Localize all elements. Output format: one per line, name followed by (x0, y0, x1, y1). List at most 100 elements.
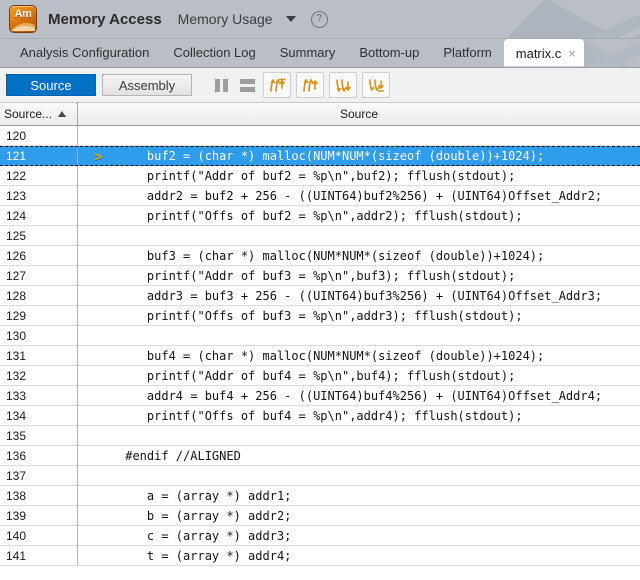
tab-matrix-c[interactable]: matrix.c × (503, 39, 584, 67)
table-row-selected[interactable]: 121 > buf2 = (char *) malloc(NUM*NUM*(si… (0, 146, 640, 166)
chevron-down-icon[interactable] (285, 16, 296, 22)
tab-collection-log[interactable]: Collection Log (161, 39, 267, 67)
line-number: 131 (0, 346, 78, 365)
row-marker (78, 346, 118, 365)
table-row[interactable]: 122 printf("Addr of buf2 = %p\n",buf2); … (0, 166, 640, 186)
tab-label: Collection Log (173, 45, 256, 60)
table-row[interactable]: 134 printf("Offs of buf4 = %p\n",addr4);… (0, 406, 640, 426)
table-row[interactable]: 141 t = (array *) addr4; (0, 546, 640, 566)
table-row[interactable]: 140 c = (array *) addr3; (0, 526, 640, 546)
row-marker (78, 546, 118, 565)
source-line: c = (array *) addr3; (118, 528, 292, 543)
table-row[interactable]: 136 #endif //ALIGNED (0, 446, 640, 466)
hotspot-next-icon[interactable] (329, 72, 357, 98)
source-toolbar: Source Assembly (0, 68, 640, 103)
column-header-source-line[interactable]: Source... (0, 103, 78, 125)
row-marker (78, 526, 118, 545)
row-marker (78, 226, 118, 245)
line-number: 127 (0, 266, 78, 285)
logo-swoosh (11, 19, 35, 31)
view-selector-label[interactable]: Memory Usage (177, 11, 273, 27)
tab-platform[interactable]: Platform (431, 39, 503, 67)
row-marker (78, 266, 118, 285)
row-marker (78, 446, 118, 465)
column-header-source[interactable]: Source (78, 103, 640, 125)
row-marker (78, 286, 118, 305)
row-marker (78, 306, 118, 325)
line-number: 139 (0, 506, 78, 525)
tab-label: Summary (279, 45, 336, 60)
row-marker (78, 326, 118, 345)
table-row[interactable]: 130 (0, 326, 640, 346)
source-line (118, 226, 640, 245)
source-line: printf("Offs of buf4 = %p\n",addr4); ffl… (118, 408, 523, 423)
split-horizontal-icon[interactable] (236, 74, 258, 96)
source-line: printf("Offs of buf2 = %p\n",addr2); ffl… (118, 208, 523, 223)
source-line (118, 326, 640, 345)
tab-label: matrix.c (515, 45, 562, 61)
table-row[interactable]: 127 printf("Addr of buf3 = %p\n",buf3); … (0, 266, 640, 286)
line-number: 130 (0, 326, 78, 345)
row-marker (78, 246, 118, 265)
line-number: 126 (0, 246, 78, 265)
hotspot-first-icon[interactable] (263, 72, 291, 98)
tab-label: Analysis Configuration (20, 45, 150, 60)
table-row[interactable]: 123 addr2 = buf2 + 256 - ((UINT64)buf2%2… (0, 186, 640, 206)
line-number: 125 (0, 226, 78, 245)
current-line-marker-icon: > (94, 148, 102, 164)
source-line: printf("Addr of buf4 = %p\n",buf4); fflu… (118, 368, 516, 383)
row-marker (78, 366, 118, 385)
amplifier-logo-icon: Am (9, 5, 37, 33)
hotspot-previous-icon[interactable] (296, 72, 324, 98)
hotspot-last-icon[interactable] (362, 72, 390, 98)
tab-bottom-up[interactable]: Bottom-up (347, 39, 431, 67)
assembly-view-button[interactable]: Assembly (102, 74, 192, 96)
line-number: 128 (0, 286, 78, 305)
source-line: #endif //ALIGNED (118, 448, 241, 463)
source-line (118, 126, 640, 145)
source-code-grid[interactable]: 120 121 > buf2 = (char *) malloc(NUM*NUM… (0, 126, 640, 580)
app-title: Memory Access (48, 10, 162, 28)
row-marker (78, 186, 118, 205)
source-line: addr2 = buf2 + 256 - ((UINT64)buf2%256) … (118, 188, 603, 203)
row-marker (78, 126, 118, 145)
row-marker (78, 486, 118, 505)
source-line: printf("Addr of buf3 = %p\n",buf3); fflu… (118, 268, 516, 283)
row-marker (78, 166, 118, 185)
split-vertical-icon[interactable] (210, 74, 232, 96)
table-row[interactable]: 139 b = (array *) addr2; (0, 506, 640, 526)
source-line: printf("Addr of buf2 = %p\n",buf2); fflu… (118, 168, 516, 183)
help-circle-icon[interactable]: ? (310, 10, 328, 28)
source-view-button[interactable]: Source (6, 74, 96, 96)
table-row[interactable]: 135 (0, 426, 640, 446)
table-row[interactable]: 126 buf3 = (char *) malloc(NUM*NUM*(size… (0, 246, 640, 266)
table-row[interactable]: 128 addr3 = buf3 + 256 - ((UINT64)buf3%2… (0, 286, 640, 306)
table-row[interactable]: 132 printf("Addr of buf4 = %p\n",buf4); … (0, 366, 640, 386)
table-row[interactable]: 124 printf("Offs of buf2 = %p\n",addr2);… (0, 206, 640, 226)
source-line: buf4 = (char *) malloc(NUM*NUM*(sizeof (… (118, 348, 545, 363)
table-row[interactable]: 120 (0, 126, 640, 146)
tab-label: Bottom-up (359, 45, 420, 60)
source-line: printf("Offs of buf3 = %p\n",addr3); ffl… (118, 308, 523, 323)
table-row[interactable]: 131 buf4 = (char *) malloc(NUM*NUM*(size… (0, 346, 640, 366)
line-number: 141 (0, 546, 78, 565)
table-row[interactable]: 137 (0, 466, 640, 486)
line-number: 120 (0, 126, 78, 145)
line-number: 136 (0, 446, 78, 465)
app-header: Am Memory Access Memory Usage ? (0, 0, 640, 39)
tab-bar: Analysis Configuration Collection Log Su… (0, 39, 640, 68)
table-row[interactable]: 125 (0, 226, 640, 246)
table-row[interactable]: 133 addr4 = buf4 + 256 - ((UINT64)buf4%2… (0, 386, 640, 406)
line-number: 137 (0, 466, 78, 485)
tab-analysis-configuration[interactable]: Analysis Configuration (8, 39, 161, 67)
tab-summary[interactable]: Summary (268, 39, 348, 67)
source-line: addr3 = buf3 + 256 - ((UINT64)buf3%256) … (118, 288, 603, 303)
source-line: addr4 = buf4 + 256 - ((UINT64)buf4%256) … (118, 388, 603, 403)
source-line: t = (array *) addr4; (118, 548, 292, 563)
table-row[interactable]: 129 printf("Offs of buf3 = %p\n",addr3);… (0, 306, 640, 326)
close-icon[interactable]: × (568, 45, 576, 61)
row-marker (78, 386, 118, 405)
source-line: a = (array *) addr1; (118, 488, 292, 503)
table-row[interactable]: 138 a = (array *) addr1; (0, 486, 640, 506)
line-number: 129 (0, 306, 78, 325)
